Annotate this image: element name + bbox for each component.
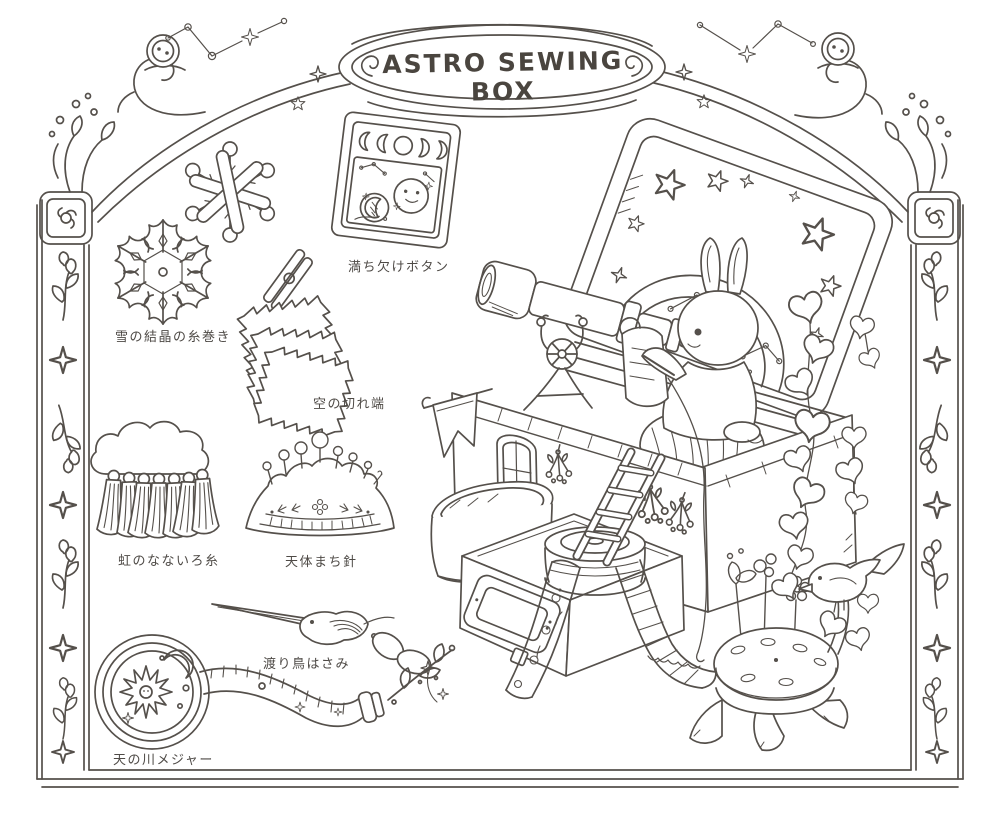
celestial-pincushion-icon xyxy=(245,431,395,537)
corner-leaves-left xyxy=(48,92,116,193)
title-banner xyxy=(338,23,666,118)
banner-swirl-left xyxy=(360,55,379,77)
drawer-plate xyxy=(463,574,561,654)
corner-leaves-right xyxy=(884,92,952,193)
lace-ribbon-icon xyxy=(505,559,581,700)
constellation-right xyxy=(696,20,816,64)
snowflake-spool-icon xyxy=(106,219,220,325)
paper-curl xyxy=(619,317,641,335)
striped-ribbon-icon xyxy=(615,559,717,689)
corner-block-flower-right xyxy=(925,207,945,229)
label-milky-way-tape-measure: 天の川メジャー xyxy=(113,753,214,768)
button-icon xyxy=(146,34,180,68)
bird-scissors-icon xyxy=(211,603,432,675)
label-celestial-pins: 天体まち針 xyxy=(285,555,358,570)
corner-flourish-right xyxy=(794,32,883,119)
twig-icon xyxy=(387,643,456,705)
moon-phase-button-card-icon xyxy=(330,111,462,249)
rabbit-ear-right xyxy=(726,237,748,295)
rabbit-mouth xyxy=(687,343,701,348)
card-constellation xyxy=(354,162,435,221)
label-sky-fabric-scraps: 空の切れ端 xyxy=(313,397,386,412)
telescope-mount xyxy=(523,314,593,411)
label-moon-phase-buttons: 満ち欠けボタン xyxy=(348,260,450,275)
milky-way-tape-measure-icon xyxy=(94,634,385,750)
banner-swirl-right xyxy=(625,55,644,77)
crescent-button xyxy=(359,192,390,223)
border-frame xyxy=(36,63,964,788)
star-flowers-icon xyxy=(417,660,449,703)
label-migratory-bird-scissors: 渡り鳥はさみ xyxy=(263,657,351,672)
fabric-scraps-icon xyxy=(235,293,358,441)
moon-face-button xyxy=(392,178,434,214)
rainbow-cloud-thread-icon xyxy=(90,420,221,540)
button-icon xyxy=(821,32,855,66)
bird-icon xyxy=(798,543,905,613)
cushion-spots xyxy=(730,637,827,687)
ladder-icon xyxy=(572,447,666,567)
rabbit-foot xyxy=(723,421,761,443)
sun-face xyxy=(119,665,173,719)
ivy-vine-icon xyxy=(768,289,885,606)
pins xyxy=(262,431,383,485)
label-rainbow-seven-color-thread: 虹のなないろ糸 xyxy=(118,554,220,569)
needle-thread-icon xyxy=(643,355,708,663)
open-tray-icon xyxy=(430,480,554,584)
rabbit-arm xyxy=(641,347,687,381)
rabbit xyxy=(619,237,763,444)
label-snowflake-thread-spools: 雪の結晶の糸巻き xyxy=(115,330,232,345)
stump-pincushion xyxy=(689,543,905,752)
pincushion-embroidery xyxy=(270,498,370,516)
page-title: ASTRO SEWING BOX xyxy=(381,45,624,107)
rabbit-ear-left xyxy=(700,237,721,293)
corner-block-flower-left xyxy=(57,207,77,229)
tape xyxy=(199,664,385,728)
constellation-left xyxy=(165,17,288,61)
lid-hatching xyxy=(617,174,644,214)
rabbit-eye xyxy=(694,328,702,336)
rabbit-head xyxy=(677,290,759,366)
corner-flourish-left xyxy=(117,34,206,116)
clothespin-icon xyxy=(263,248,313,312)
flag-banner-icon xyxy=(421,388,493,458)
snowflake-spool-wrapped-icon xyxy=(182,141,278,243)
